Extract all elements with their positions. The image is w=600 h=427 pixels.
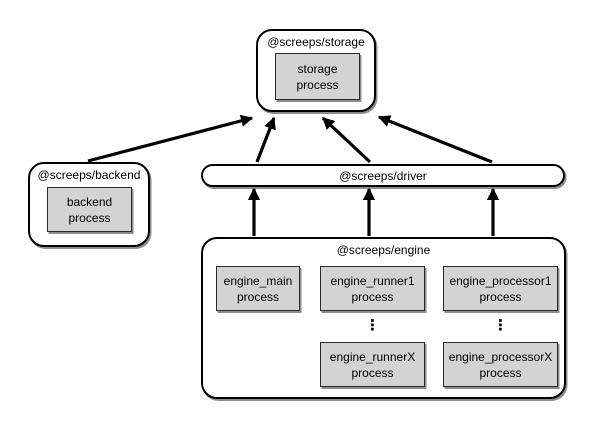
edge-driver-to-storage-right [377,115,493,164]
engine-main-process-box: engine_main process [216,266,300,311]
storage-group-title: @screeps/storage [267,35,365,49]
backend-group-title: @screeps/backend [37,168,141,182]
runner-ellipsis: ⋮ [365,317,380,334]
edge-driver-to-storage-left [255,116,276,163]
engine-group-title: @screeps/engine [336,243,431,257]
engine-group: @screeps/engine engine_main process engi… [201,237,566,399]
processor-ellipsis: ⋮ [493,317,508,334]
storage-process-box: storage process [275,53,360,100]
engine-runnerX-process-box: engine_runnerX process [320,342,425,387]
engine-processor1-process-box: engine_processor1 process [443,266,558,311]
storage-group: @screeps/storage storage process [256,29,376,112]
edge-backend-to-storage [87,114,254,163]
engine-runner1-process-box: engine_runner1 process [320,266,425,311]
driver-group: @screeps/driver [201,164,565,187]
edge-driver-to-storage-mid [321,116,372,164]
engine-processorX-process-box: engine_processorX process [443,342,558,387]
backend-group: @screeps/backend backend process [28,162,150,247]
driver-group-title: @screeps/driver [339,168,427,183]
backend-process-box: backend process [47,187,132,232]
